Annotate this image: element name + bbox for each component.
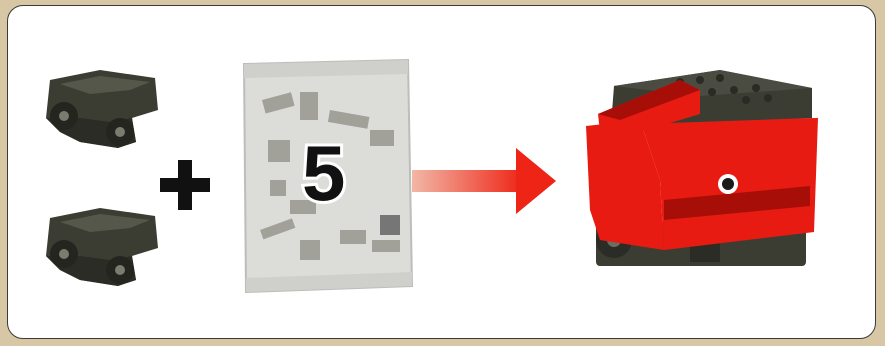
tender-icon [586, 70, 818, 266]
bogie-icon-bottom [46, 208, 158, 286]
step-number: 5 [302, 134, 345, 212]
bogie-icon-top [46, 70, 158, 148]
plus-icon [160, 160, 210, 210]
arrow-icon [412, 148, 556, 214]
